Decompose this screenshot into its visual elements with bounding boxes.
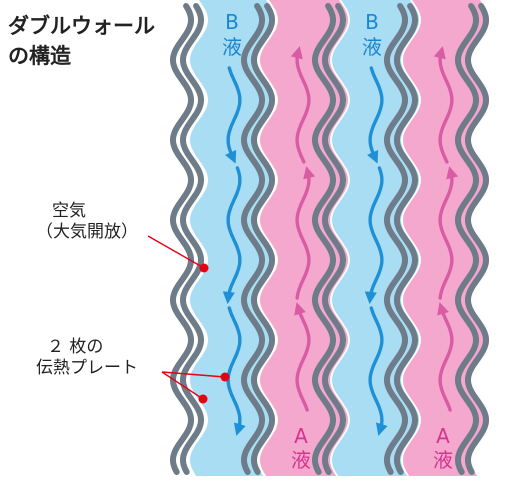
b-flow-arrow-1-seg-3 xyxy=(226,306,246,436)
heat-transfer-plate-4a xyxy=(383,3,409,475)
air-label-line2: （大気開放） xyxy=(36,222,138,242)
b-flow-arrow-2-seg-3 xyxy=(368,306,388,436)
heat-transfer-plate-3a xyxy=(311,3,337,475)
plates-label-line2: 伝熱プレート xyxy=(36,358,138,378)
a-flow-arrow-2-seg-3 xyxy=(433,46,454,164)
fluid-b-kanji-1: 液 xyxy=(222,35,242,59)
a-flow-arrow-1-seg-3 xyxy=(290,46,311,164)
b-flow-arrow-1-seg-1 xyxy=(225,66,242,164)
b-flow-arrow-2-seg-1 xyxy=(367,66,384,164)
fluid-a-kanji-1: 液 xyxy=(291,448,311,472)
heat-transfer-plate-4b xyxy=(393,3,419,475)
heat-transfer-plate-2b xyxy=(250,3,276,475)
fluid-b-letter-2: B xyxy=(365,10,379,34)
fluid-a-letter-1: A xyxy=(294,424,308,448)
a-flow-arrow-1-seg-2 xyxy=(295,166,316,300)
fluid-b-letter-1: B xyxy=(225,10,239,34)
fluid-a-letter-2: A xyxy=(436,424,450,448)
b-flow-arrow-2-seg-2 xyxy=(364,166,384,305)
diagram-title-line1: ダブルウォール xyxy=(8,14,155,38)
heat-transfer-plate-5b xyxy=(464,3,490,475)
a-flow-arrow-2-seg-2 xyxy=(438,166,459,300)
fluid-b-kanji-2: 液 xyxy=(362,35,382,59)
a-flow-arrow-1-seg-1 xyxy=(294,302,311,412)
diagram-title-line2: の構造 xyxy=(8,44,71,68)
heat-transfer-plate-1a xyxy=(169,3,195,475)
plate-pointer-dot-1 xyxy=(220,372,230,382)
plates-label-line1: ２ 枚の xyxy=(47,337,104,357)
air-gap-pointer-dot xyxy=(199,263,209,273)
heat-transfer-plate-2a xyxy=(240,3,266,475)
air-label-line1: 空気 xyxy=(52,201,86,221)
plate-leader-line-2 xyxy=(161,371,204,400)
a-flow-arrow-2-seg-1 xyxy=(437,302,454,412)
heat-transfer-plate-5a xyxy=(454,3,480,475)
heat-transfer-plate-3b xyxy=(321,3,347,475)
heat-transfer-plate-1b xyxy=(179,3,205,475)
plate-pointer-dot-2 xyxy=(198,394,208,404)
air-gap-leader-line xyxy=(147,235,205,269)
fluid-a-kanji-2: 液 xyxy=(433,448,453,472)
plate-leader-line-1 xyxy=(161,371,226,378)
b-flow-arrow-1-seg-2 xyxy=(222,166,242,305)
